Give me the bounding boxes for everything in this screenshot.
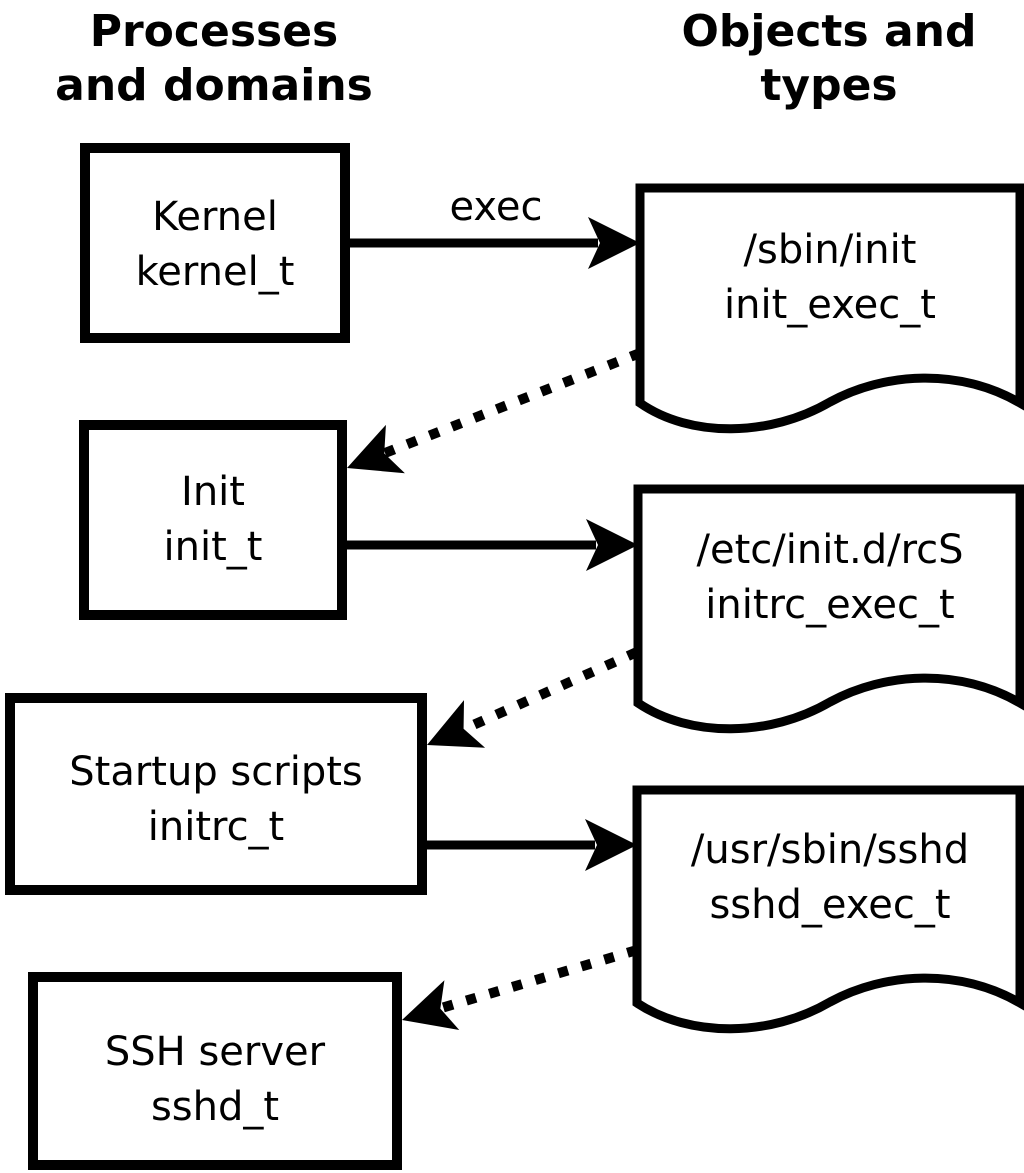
object-type: init_exec_t	[724, 282, 936, 328]
header-processes-line2: and domains	[55, 60, 373, 111]
dotted-line	[436, 945, 639, 1014]
box-outline	[80, 143, 350, 343]
edge-label-exec: exec	[450, 184, 543, 230]
object-path: /etc/init.d/rcS	[696, 527, 963, 573]
solid-arrow-initrc-to-sshd	[427, 819, 637, 871]
box-outline	[5, 693, 427, 895]
header-processes-line1: Processes	[90, 6, 339, 57]
process-box-kernel: Kernel kernel_t	[80, 143, 350, 343]
process-box-init: Init init_t	[79, 420, 347, 620]
process-domain: kernel_t	[136, 249, 295, 295]
process-box-startup-scripts: Startup scripts initrc_t	[5, 693, 427, 895]
dotted-arrow-sshd-exec-to-sshd	[402, 945, 639, 1031]
solid-arrow-kernel-to-sbin-init: exec	[350, 184, 640, 269]
header-objects-line2: types	[760, 60, 897, 111]
arrowhead-icon	[586, 519, 638, 571]
process-name: Init	[181, 469, 245, 515]
process-domain: init_t	[164, 524, 263, 570]
object-path: /sbin/init	[744, 227, 917, 273]
column-header-objects: Objects and types	[682, 6, 977, 111]
document-outline	[633, 484, 1024, 734]
process-domain: initrc_t	[148, 804, 285, 850]
arrowhead-icon	[347, 424, 405, 474]
box-outline	[28, 972, 402, 1170]
column-header-processes: Processes and domains	[55, 6, 373, 111]
document-outline	[632, 785, 1024, 1034]
object-document-etc-init-rcs: /etc/init.d/rcS initrc_exec_t	[633, 484, 1024, 734]
dotted-line	[459, 647, 640, 735]
header-objects-line1: Objects and	[682, 6, 977, 57]
object-path: /usr/sbin/sshd	[691, 827, 969, 873]
document-outline	[635, 183, 1024, 434]
box-outline	[79, 420, 347, 620]
object-type: initrc_exec_t	[705, 582, 954, 628]
object-document-usr-sbin-sshd: /usr/sbin/sshd sshd_exec_t	[632, 785, 1024, 1034]
object-type: sshd_exec_t	[709, 882, 950, 928]
dotted-arrow-sbin-init-to-init	[347, 348, 642, 474]
dotted-arrow-rcs-to-initrc	[427, 647, 640, 748]
process-name: SSH server	[105, 1029, 326, 1075]
dotted-line	[383, 348, 642, 458]
arrowhead-icon	[427, 700, 486, 748]
process-domain: sshd_t	[151, 1084, 279, 1130]
arrowhead-icon	[585, 819, 637, 871]
process-name: Startup scripts	[69, 749, 362, 795]
process-box-ssh-server: SSH server sshd_t	[28, 972, 402, 1170]
arrowhead-icon	[588, 217, 640, 269]
object-document-sbin-init: /sbin/init init_exec_t	[635, 183, 1024, 434]
solid-arrow-init-to-rcs	[347, 519, 638, 571]
arrowhead-icon	[402, 980, 460, 1031]
process-name: Kernel	[152, 194, 278, 240]
